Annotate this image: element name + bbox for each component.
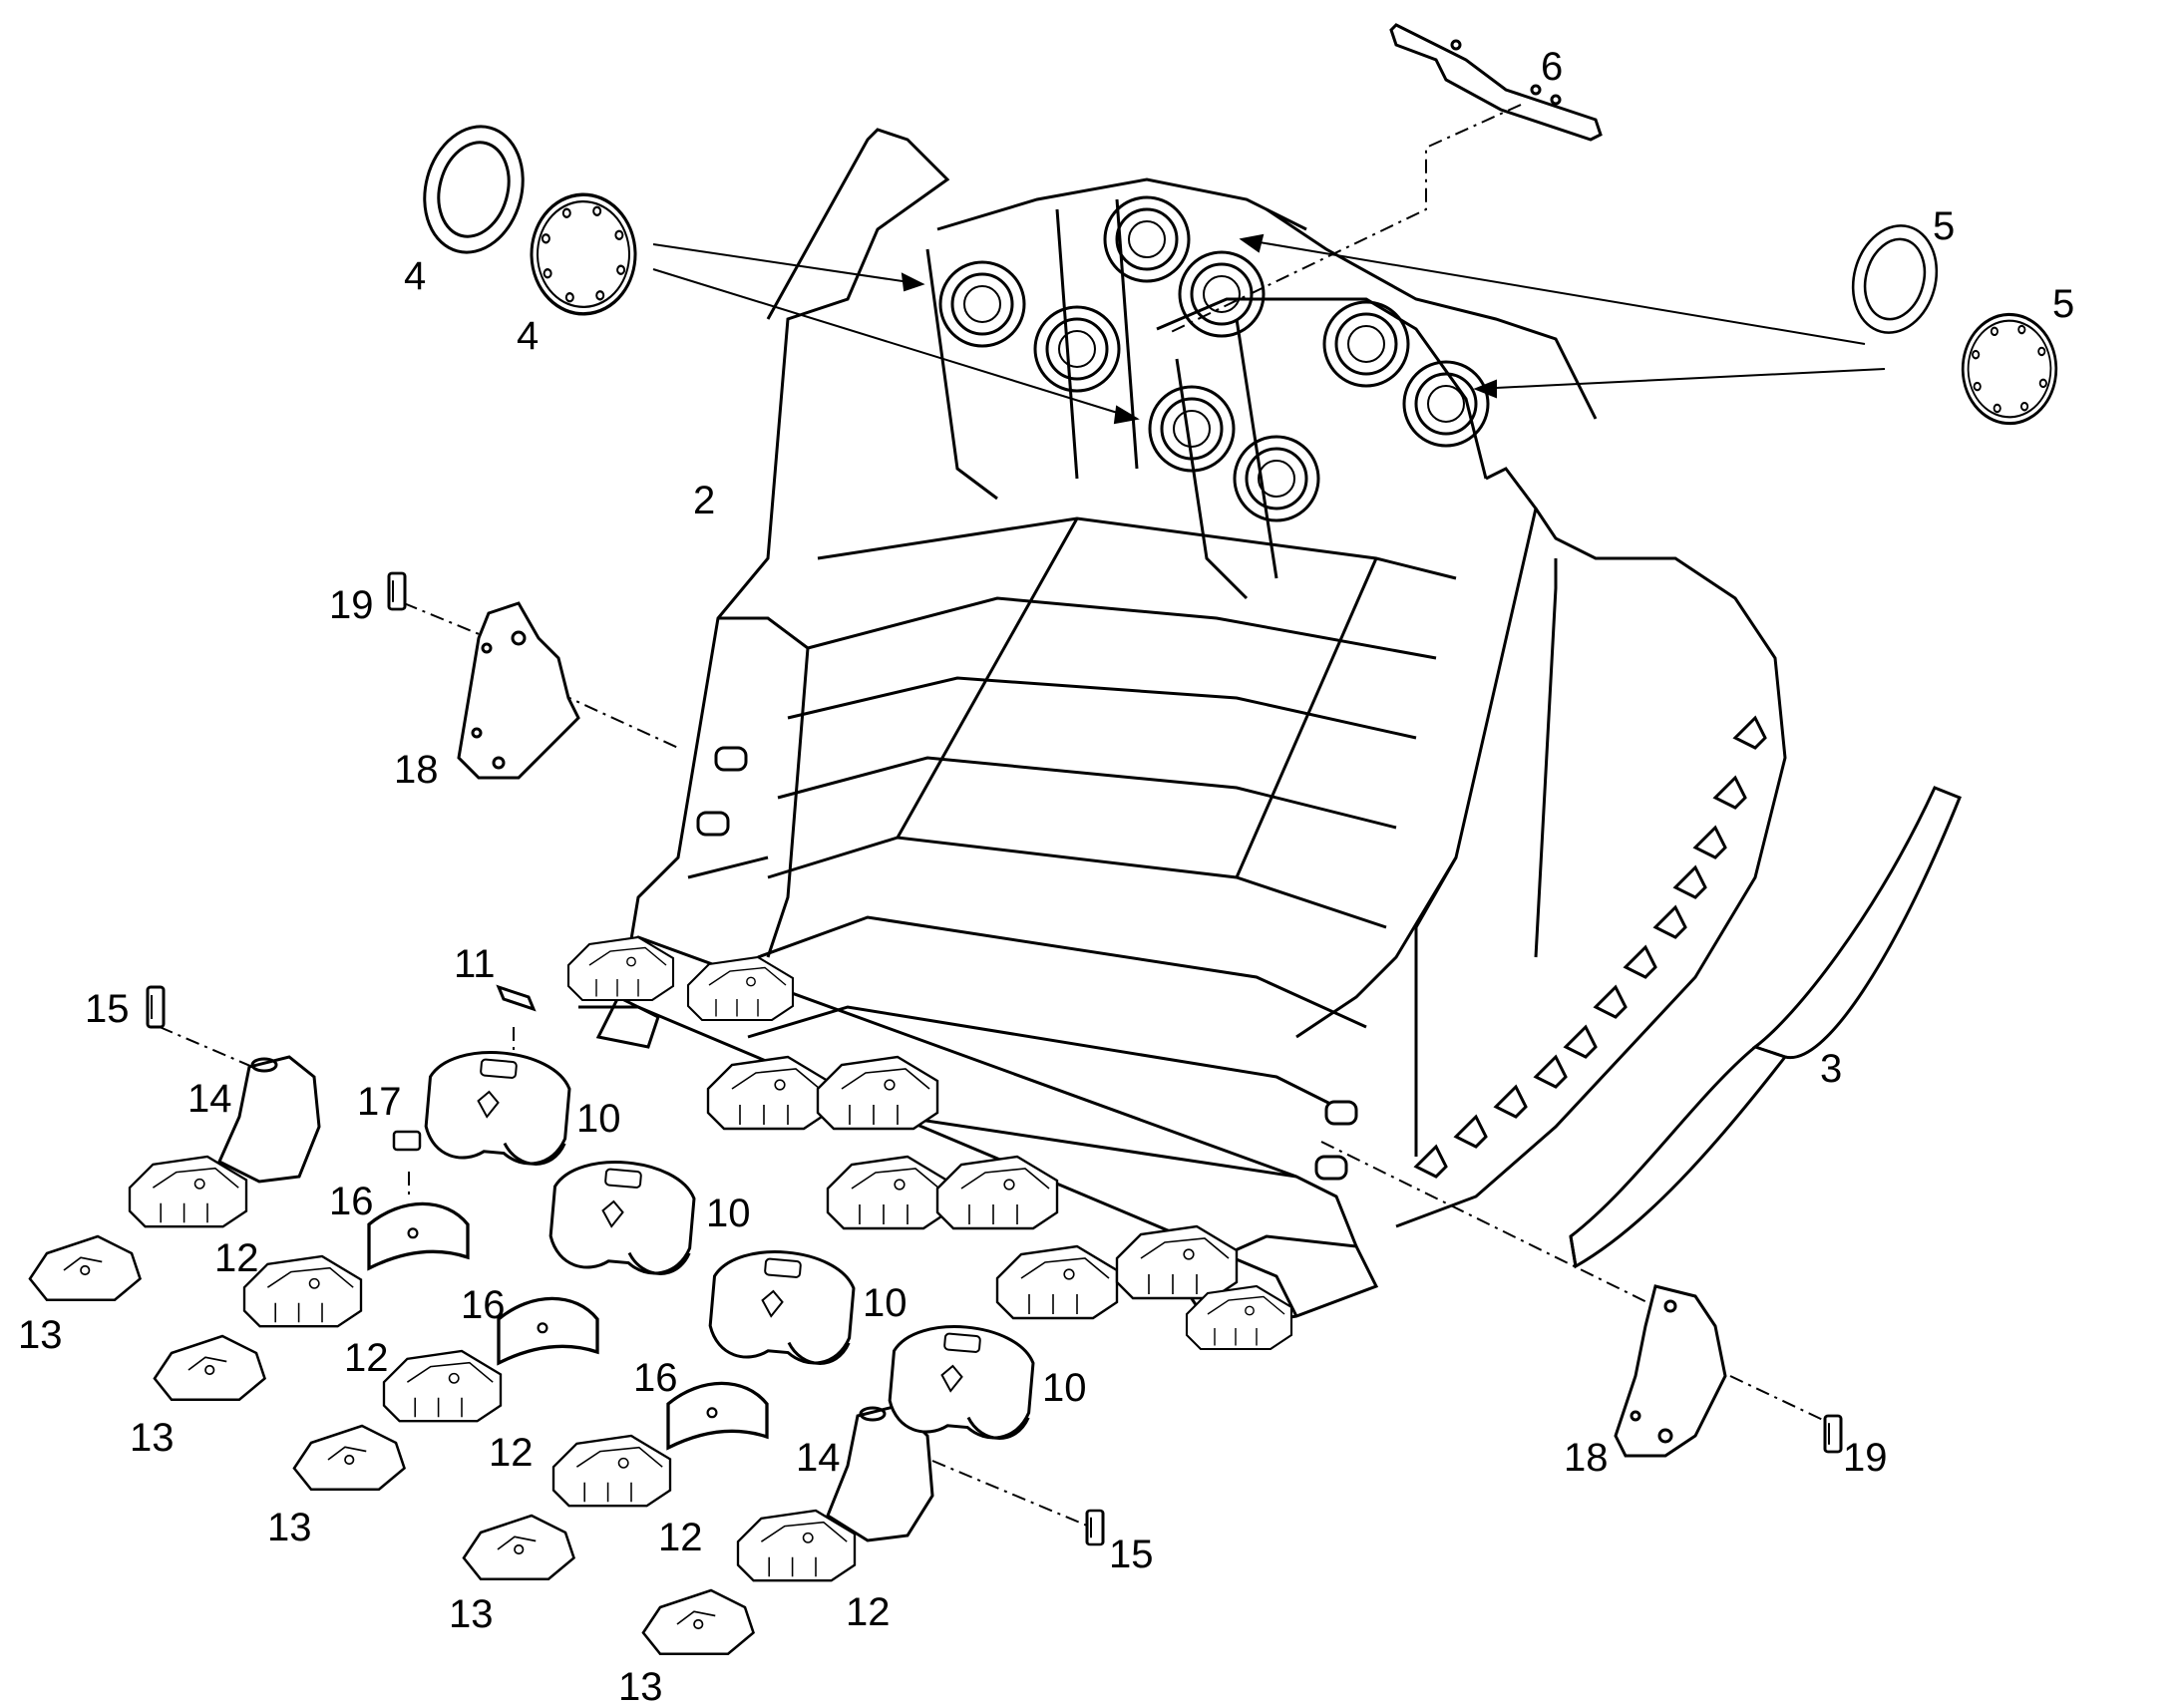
callout-10a: 10 [576,1097,621,1141]
pin-11 [496,984,537,1012]
pin-cover-plates-right [1840,214,2071,441]
callout-16b: 16 [461,1283,506,1327]
callout-19a: 19 [329,583,374,627]
callouts: 2 3 4 4 5 5 6 10 10 10 10 11 12 12 12 12… [18,45,2074,1708]
tooth-13-e [641,1588,755,1656]
callout-10d: 10 [1042,1366,1087,1410]
callout-2: 2 [693,479,715,522]
callout-10c: 10 [863,1281,908,1325]
callout-15a: 15 [85,987,130,1031]
callout-13b: 13 [130,1416,175,1460]
lip-shroud-10-a [422,1045,574,1169]
adapter-12-c [382,1349,503,1423]
wing-shroud-14-left [217,1055,321,1184]
callout-16a: 16 [329,1180,374,1223]
callout-4a: 4 [404,254,426,298]
lip-shroud-10-b [546,1155,699,1278]
adapter-12-b [242,1254,363,1328]
callout-12c: 12 [489,1431,534,1475]
pin-cover-plates-left [409,114,652,333]
callout-18a: 18 [394,748,439,792]
callout-15b: 15 [1109,1533,1154,1576]
callout-12a: 12 [214,1236,259,1280]
callout-5a: 5 [1933,204,1955,248]
callout-13c: 13 [267,1506,312,1549]
callout-12d: 12 [658,1516,703,1559]
callout-18b: 18 [1564,1436,1609,1480]
callout-6: 6 [1541,45,1563,89]
callout-12e: 12 [846,1590,891,1634]
callout-3: 3 [1820,1047,1842,1091]
callout-14b: 14 [796,1436,841,1480]
side-lugs [696,746,1358,1181]
callout-13a: 13 [18,1313,63,1357]
callout-4b: 4 [517,314,539,358]
pin-bosses [938,195,1490,522]
callout-17: 17 [357,1080,402,1124]
top-bracket [1389,23,1603,142]
callout-10b: 10 [706,1192,751,1235]
callout-14a: 14 [187,1077,232,1121]
callout-13e: 13 [618,1665,663,1708]
wear-shroud-16-c [666,1381,769,1450]
tooth-13-d [462,1514,575,1581]
callout-16c: 16 [633,1356,678,1400]
block-17 [392,1130,422,1152]
bucket-body [578,128,1787,1328]
callout-5b: 5 [2052,282,2074,326]
lip-shroud-10-d [886,1319,1038,1443]
pin-19-right [1823,1414,1843,1454]
side-edge-strip [1569,786,1962,1269]
pin-19-left [387,571,407,611]
side-shroud-18-right [1614,1284,1727,1458]
mounted-adapters [566,935,1293,1351]
tooth-13-a [28,1234,142,1302]
tooth-13-b [153,1334,266,1402]
lip-shroud-10-c [706,1244,859,1368]
wear-shroud-16-b [497,1296,599,1365]
callout-13d: 13 [449,1592,494,1636]
callout-19b: 19 [1843,1436,1888,1480]
dash-dot-lines [159,104,1826,1527]
adapter-12-d [551,1434,672,1508]
tooth-13-c [292,1424,406,1492]
callout-12b: 12 [344,1336,389,1380]
callout-11: 11 [454,942,496,986]
side-shroud-18-left [457,601,580,780]
wear-shroud-16-a [367,1201,470,1270]
leader-lines [652,233,1886,425]
pin-15-right [1085,1509,1105,1546]
pin-15-left [146,985,166,1029]
